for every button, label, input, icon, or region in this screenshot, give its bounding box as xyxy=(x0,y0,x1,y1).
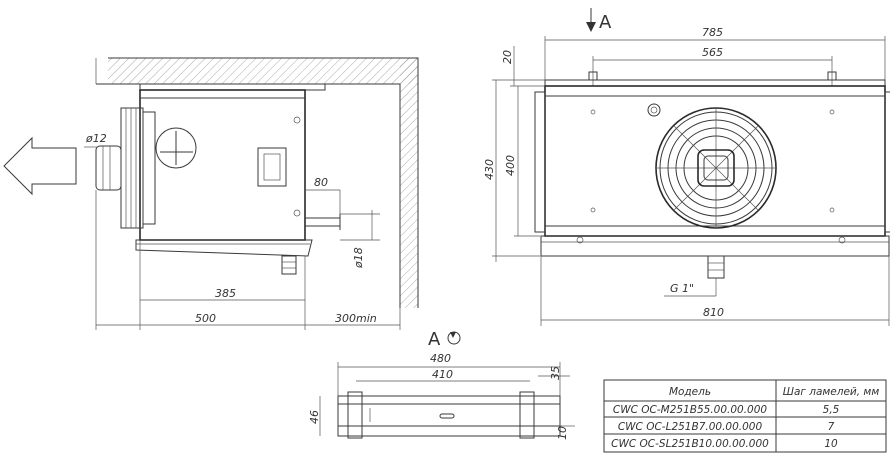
model-table: Модель Шаг ламелей, мм CWC OC-M251B55.00… xyxy=(603,379,887,453)
dim-400: 400 xyxy=(504,155,517,176)
table-cell-pitch-1: 5,5 xyxy=(823,404,840,416)
dim-20: 20 xyxy=(501,50,514,64)
dim-500: 500 xyxy=(195,312,216,325)
dim-d18: ø18 xyxy=(352,247,365,269)
table-header-pitch: Шаг ламелей, мм xyxy=(783,386,880,398)
dim-385: 385 xyxy=(215,287,236,300)
side-view: 385 500 300min 80 ø12 ø18 xyxy=(3,57,419,330)
dim-565: 565 xyxy=(702,46,723,59)
dim-785: 785 xyxy=(702,26,723,39)
view-a-marker: A xyxy=(599,12,612,33)
view-a: A 480 410 35 46 10 xyxy=(308,329,575,440)
airflow-arrow xyxy=(3,136,77,196)
dim-g1: G 1" xyxy=(670,282,694,295)
dim-46: 46 xyxy=(308,410,321,424)
table-cell-pitch-3: 10 xyxy=(824,438,838,450)
dim-d12: ø12 xyxy=(85,132,107,145)
front-view: A 785 565 xyxy=(483,8,890,326)
table-header-model: Модель xyxy=(669,386,711,398)
dim-810: 810 xyxy=(703,306,724,319)
dim-410: 410 xyxy=(432,368,453,381)
dim-430: 430 xyxy=(483,159,496,180)
dim-80: 80 xyxy=(314,176,328,189)
dim-300min: 300min xyxy=(335,312,377,325)
table-cell-model-2: CWC OC-L251B7.00.00.000 xyxy=(618,421,763,433)
table-cell-model-1: CWC OC-M251B55.00.00.000 xyxy=(613,404,768,416)
table-cell-model-3: CWC OC-SL251B10.00.00.000 xyxy=(611,438,769,450)
wall-hatch xyxy=(400,58,418,308)
dim-10: 10 xyxy=(556,426,569,440)
view-a-title: A xyxy=(428,329,441,350)
table-cell-pitch-2: 7 xyxy=(828,421,835,433)
dim-35: 35 xyxy=(549,366,562,380)
ceiling-hatch xyxy=(108,58,418,84)
dim-480: 480 xyxy=(430,352,451,365)
